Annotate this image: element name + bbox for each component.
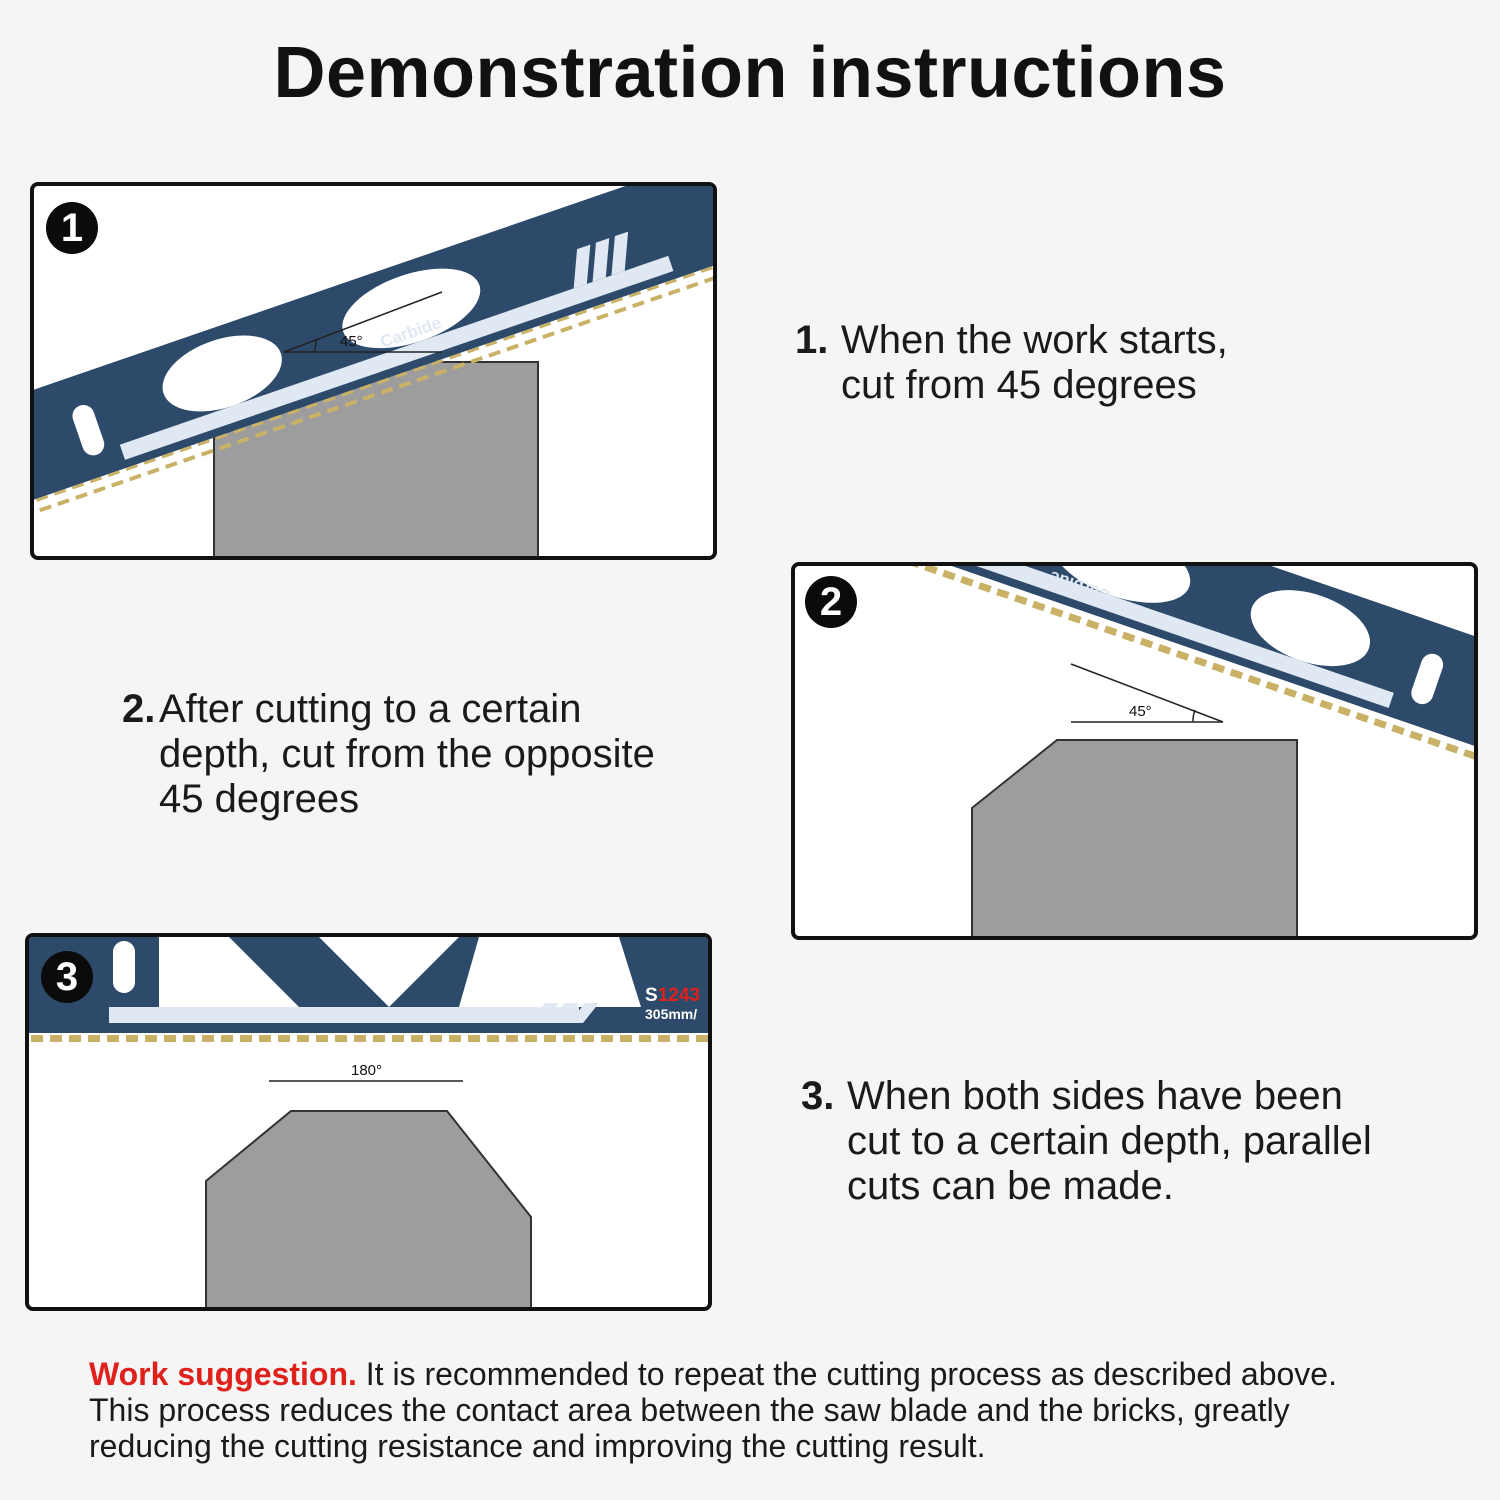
blade-cutout [319,937,459,1007]
blade-cutout [159,937,299,1007]
blade-cutout [459,937,641,1007]
blade-cutout [1052,566,1191,603]
work-suggestion-line: It is recommended to repeat the cutting … [356,1356,1337,1392]
blade-cutout [162,335,282,412]
angle-label: 45° [340,333,363,350]
step-3-line: cuts can be made. [847,1164,1174,1208]
step-2-line: depth, cut from the opposite [159,732,655,776]
step-1-line: When the work starts, [841,318,1228,362]
angle-label: 180° [351,1062,382,1079]
work-suggestion-line: This process reduces the contact area be… [89,1392,1290,1428]
work-suggestion-line: reducing the cutting resistance and impr… [89,1428,986,1464]
step-3-text: 3. When both sides have been cut to a cer… [801,1074,1372,1209]
step-2-line: After cutting to a certain [159,687,582,731]
step-2-text: 2.After cutting to a certain depth, cut … [122,687,655,822]
step-1-diagram: Carbide 30 45° [34,186,713,556]
work-suggestion: Work suggestion. It is recommended to re… [89,1356,1469,1464]
blade-teeth [795,566,1474,768]
model-prefix: S [645,985,658,1006]
step-1-number: 1. [795,318,829,362]
blade-teeth [34,239,713,520]
blade-stripe [109,1007,579,1023]
step-3-diagram: Carbide S1243 305mm/ 180° [29,937,708,1307]
blade-teeth [29,1033,708,1047]
brick [971,739,1298,936]
step-2-illustration: 2 Carbide 45° [791,562,1478,940]
step-2-badge: 2 [805,576,857,628]
blade-model-label: S1243 [645,985,700,1006]
step-1-text: 1. When the work starts, cut from 45 degr… [795,318,1228,408]
blade-slot [1411,653,1444,705]
step-3-badge: 3 [41,951,93,1003]
step-2-line: 45 degrees [159,777,360,821]
blade-stripe [119,255,674,460]
step-2-number: 2. [122,687,156,731]
step-1-illustration: 1 Carbide 30 45° [30,182,717,560]
blade-label: Carbide [357,1008,420,1027]
blade-cutout [342,268,481,349]
blade-stripe [840,566,1394,708]
step-1-badge: 1 [46,202,98,254]
blade-slot [113,941,135,993]
blade-length-label: 305mm/ [645,1006,697,1022]
step-1-line: cut from 45 degrees [841,363,1197,407]
step-3-line: cut to a certain depth, parallel [847,1119,1372,1163]
blade-slot [72,404,105,456]
angle-label: 45° [1129,703,1152,720]
blade-cutout [1250,590,1371,667]
step-3-number: 3. [801,1074,835,1118]
step-2-diagram: Carbide 45° [795,566,1474,936]
step-3-line: When both sides have been [847,1074,1343,1118]
page-title: Demonstration instructions [273,33,1227,113]
step-3-illustration: 3 Carbide S1243 305mm/ 180° [25,933,712,1311]
model-number: 1243 [658,985,700,1006]
brick [205,1110,532,1307]
work-suggestion-lead: Work suggestion. [89,1356,357,1392]
